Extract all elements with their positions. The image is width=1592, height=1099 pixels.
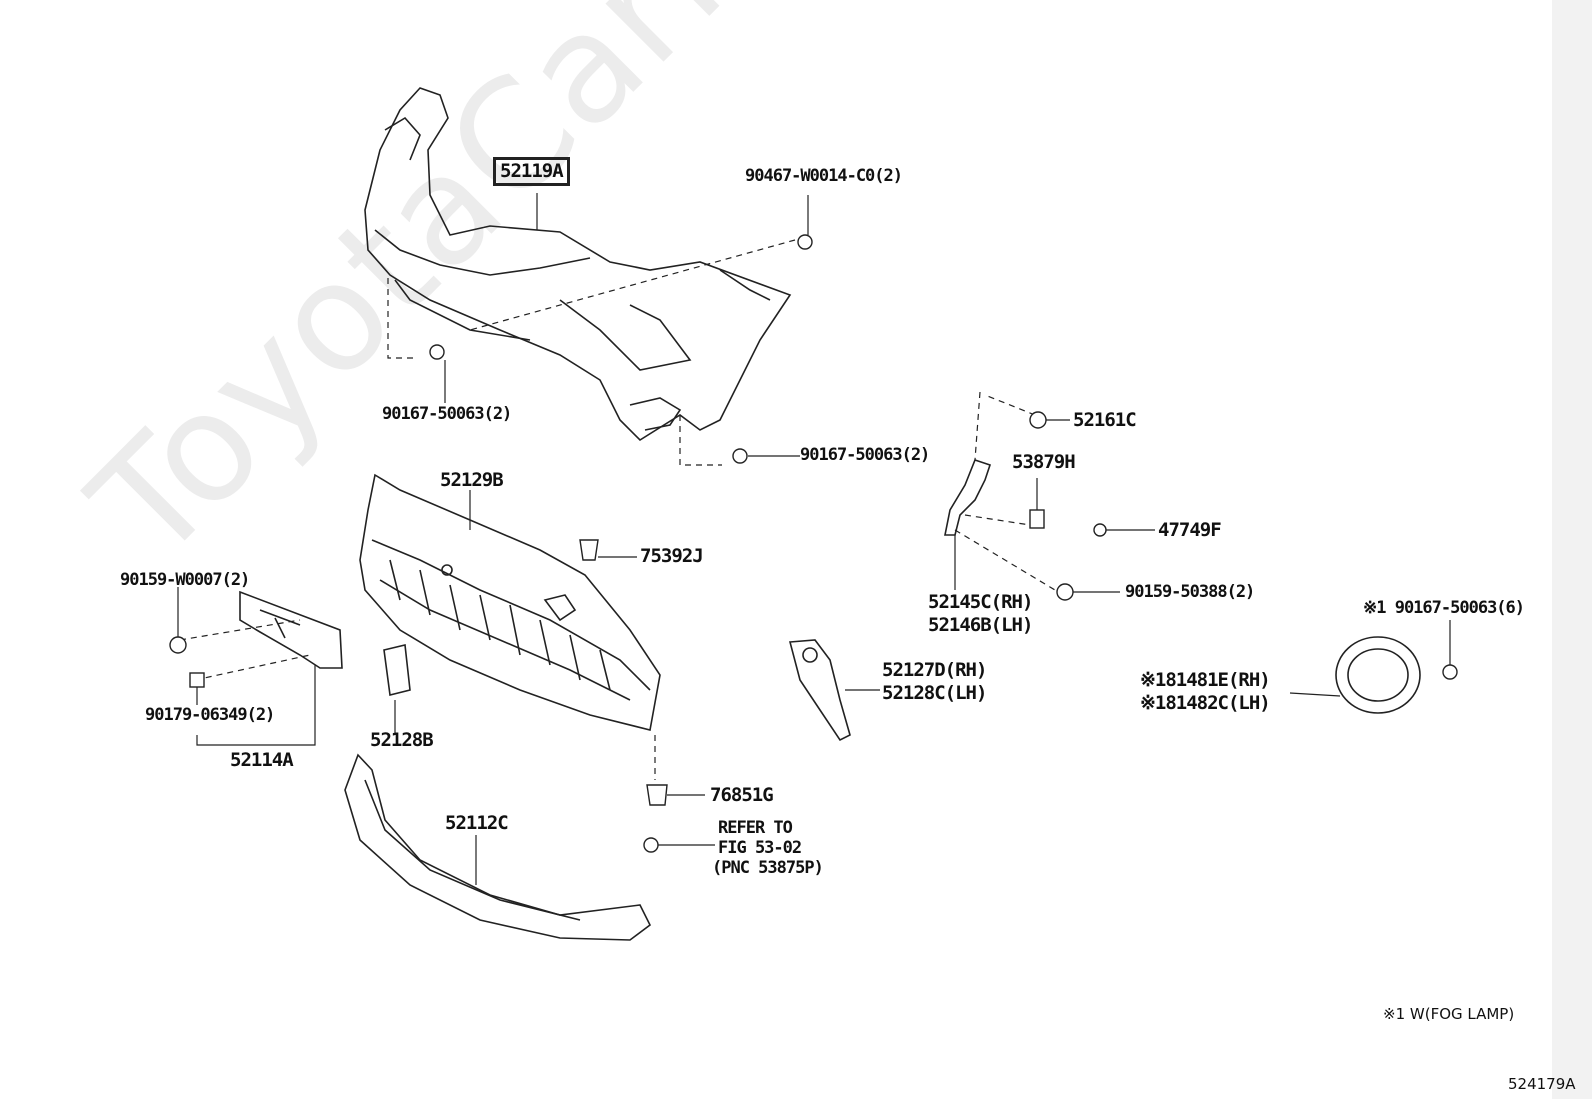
bracket-drawing [239,590,343,669]
label-52146B[interactable]: 52146B(LH) [928,614,1033,636]
clip-53879H [1029,509,1045,529]
screw-90159-5 [1056,583,1074,601]
screw-90167-6 [1442,664,1458,680]
fasteners [169,234,1458,853]
label-75392J[interactable]: 75392J [640,545,704,567]
label-52127D[interactable]: 52127D(RH) [882,659,987,681]
refer-note-line1: REFER TO [718,818,793,838]
screw-90167-a [429,344,445,360]
bolt-90159-W [169,636,187,654]
label-52128B[interactable]: 52128B [370,729,434,751]
clip-75392J [579,539,599,561]
nut-52161C [1029,411,1047,429]
refer-note-line3: (PNC 53875P) [712,858,824,878]
nut-90179 [189,672,205,688]
label-53879H[interactable]: 53879H [1012,451,1076,473]
clip-90467 [797,234,813,250]
label-90159-W0007[interactable]: 90159-W0007(2) [120,570,250,590]
screw-90167-b [732,448,748,464]
cover-52128b-drawing [383,644,411,696]
bumper-cover-drawing [364,87,792,442]
label-81481E[interactable]: ※181481E(RH) [1140,669,1271,691]
label-90159-50388[interactable]: 90159-50388(2) [1125,582,1255,602]
label-52112C[interactable]: 52112C [445,812,509,834]
refer-note-line2[interactable]: FIG 53-02 [718,838,802,858]
label-90167-50063-a[interactable]: 90167-50063(2) [382,404,512,424]
label-47749F[interactable]: 47749F [1158,519,1222,541]
lower-spoiler-drawing [344,753,652,941]
label-76851G[interactable]: 76851G [710,784,774,806]
label-81482C[interactable]: ※181482C(LH) [1140,692,1271,714]
label-52161C[interactable]: 52161C [1073,409,1137,431]
label-90167-50063-b[interactable]: 90167-50063(2) [800,445,930,465]
fog-lamp-drawing [1335,636,1421,714]
label-90179-06349[interactable]: 90179-06349(2) [145,705,275,725]
screw-refer [643,837,659,853]
screw-47749F [1093,523,1107,537]
label-52129B[interactable]: 52129B [440,469,504,491]
clip-76851G [646,784,668,806]
footnote: ※1 W(FOG LAMP) [1383,1005,1515,1023]
leader-lines [177,193,1451,885]
dashed-guides [179,239,1056,780]
grille-drawing [359,473,661,731]
label-52119A[interactable]: 52119A [493,157,570,186]
label-90467-W0014-C0[interactable]: 90467-W0014-C0(2) [745,166,903,186]
label-52145C[interactable]: 52145C(RH) [928,591,1033,613]
figure-id: 524179A [1508,1075,1576,1093]
label-90167-50063-6[interactable]: ※1 90167-50063(6) [1363,598,1525,618]
right-margin-bar [1552,0,1592,1099]
side-bracket-drawing [944,459,992,536]
label-52128C[interactable]: 52128C(LH) [882,682,987,704]
label-52114A[interactable]: 52114A [230,749,294,771]
fog-bezel-drawing [788,639,851,742]
